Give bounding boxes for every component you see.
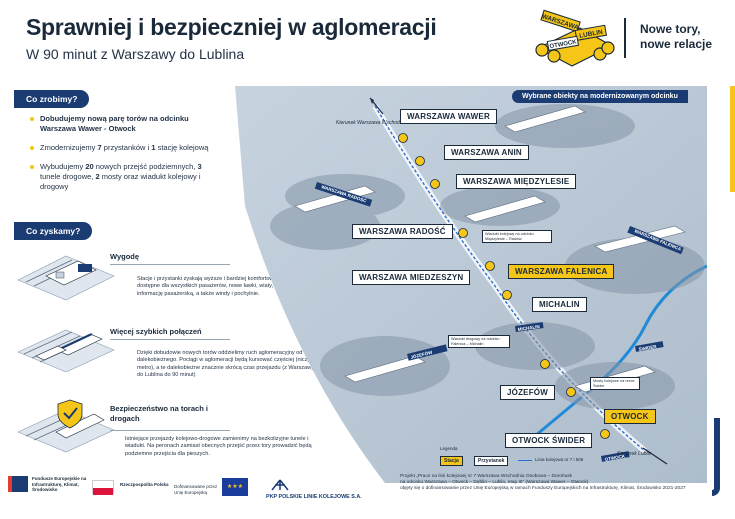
direction-warszawa-wschodnia: Kierunek Warszawa Wschodnia — [336, 120, 407, 126]
benefit-title: Wygodę — [110, 252, 140, 261]
station-label: MICHALIN — [532, 297, 587, 312]
bullet-text: stację kolejową — [155, 143, 209, 152]
footer-logo-text: Rzeczpospolita Polska — [120, 482, 169, 487]
platform-illustration-icon — [17, 255, 115, 301]
poland-flag-icon — [92, 480, 114, 495]
header-separator — [624, 18, 626, 58]
bullet-text: nowych przejść podziemnych, — [93, 162, 198, 171]
building-sign-swider: ŚWIDER — [638, 343, 658, 352]
footer-project-info: Projekt „Prace na linii kolejowej nr 7 W… — [400, 474, 720, 493]
bullet-text: Dobudujemy nową parę torów na odcinku Wa… — [40, 114, 189, 133]
list-item: Dobudujemy nową parę torów na odcinku Wa… — [30, 114, 220, 134]
list-item: Zmodernizujemy 7 przystanków i 1 stację … — [30, 143, 220, 153]
building-sign-otwock: OTWOCK — [604, 453, 626, 462]
legend-line-label: Linia kolejowa nr 7 i 506 — [535, 457, 584, 462]
tagline-line2: nowe relacje — [640, 37, 713, 51]
list-item: Wybudujemy 20 nowych przejść podziemnych… — [30, 162, 220, 192]
footer-logo-text: Dofinansowane przez Unię Europejską — [174, 484, 218, 495]
legend-title: Legenda — [440, 446, 458, 451]
station-label: WARSZAWA WAWER — [400, 109, 497, 124]
bullet-text: mosty oraz wiadukt kolejowy i drogowy — [40, 172, 201, 191]
eu-flag-icon: ★★★ — [222, 478, 248, 496]
co-zrobimy-label: Co zrobimy? — [14, 90, 90, 108]
footer-project-line: objęty się o dofinansowanie przez Unię E… — [400, 486, 686, 492]
building-sign-michalin: MICHALIN — [517, 324, 539, 332]
bullet-text: przystanków i — [101, 143, 152, 152]
safety-illustration-icon — [17, 399, 115, 453]
logo-sign-lublin: LUBLIN — [579, 29, 604, 40]
station-label: WARSZAWA FALENICA — [508, 264, 615, 279]
yellow-accent-bar — [730, 86, 735, 192]
station-label: WARSZAWA MIEDZESZYN — [352, 270, 471, 285]
footer-project-line: na odcinku Warszawa – Otwock – Dęblin – … — [400, 480, 589, 486]
station-label: WARSZAWA MIĘDZYLESIE — [456, 174, 577, 189]
blue-corner-accent — [712, 418, 720, 496]
annotation-viaduct-rail: Wiadukt kolejowy na odcinku Międzylesie … — [482, 230, 552, 244]
benefit-divider — [110, 339, 230, 340]
benefit-text: Stacje i przystanki zyskają wyższe i bar… — [137, 276, 296, 297]
station-label: WARSZAWA ANIN — [444, 145, 529, 160]
route-signs-logo: WARSZAWA LUBLIN OTWOCK — [535, 9, 615, 67]
bullet-number: 2 — [95, 172, 100, 181]
benefit-text: Istniejące przejazdy kolejowo-drogowe za… — [125, 436, 312, 457]
page-subtitle: W 90 minut z Warszawy do Lublina — [26, 46, 245, 62]
pkp-plk-logo-icon — [270, 478, 290, 492]
bullet-number: 20 — [85, 162, 94, 171]
benefit-title: Bezpieczeństwo na torach i drogach — [110, 404, 208, 423]
benefit-text: Dzięki dobudowie nowych torów oddzielimy… — [137, 350, 315, 379]
direction-lublin: Kierunek Lublin — [617, 451, 652, 457]
benefit-divider — [110, 264, 230, 265]
station-label: JÓZEFÓW — [500, 385, 555, 400]
bullet-number: 7 — [97, 143, 102, 152]
footer-logo-text: PKP POLSKIE LINIE KOLEJOWE S.A. — [266, 494, 362, 500]
fe-logo-icon — [8, 476, 28, 492]
legend-przystanek: Przystanek — [474, 456, 509, 466]
logo-sign-otwock: OTWOCK — [549, 39, 578, 50]
bullet-number: 3 — [197, 162, 202, 171]
annotation-viaduct-road: Wiadukt drogowy na odcinku Falenica – Mi… — [448, 335, 510, 349]
bullet-text: Zmodernizujemy — [40, 143, 98, 152]
page-title: Sprawniej i bezpieczniej w aglomeracji — [26, 14, 437, 40]
legend-stacja: Stacja — [440, 456, 463, 466]
benefit-title: Więcej szybkich połączeń — [110, 327, 202, 336]
co-zyskamy-label: Co zyskamy? — [14, 222, 93, 240]
bullet-text: tunele drogowe, — [40, 172, 96, 181]
footer-project-line: Projekt „Prace na linii kolejowej nr 7 W… — [400, 474, 573, 479]
bullet-text: Wybudujemy — [40, 162, 86, 171]
station-label: OTWOCK ŚWIDER — [505, 433, 593, 448]
train-illustration-icon — [17, 329, 115, 372]
footer-logo-text: Fundusze Europejskie na Infrastrukturę, … — [32, 476, 87, 493]
map-objects-label: Wybrane obiekty na modernizowanym odcink… — [512, 90, 688, 103]
benefit-divider — [110, 430, 230, 431]
bullet-number: 1 — [151, 143, 156, 152]
legend-line-icon — [518, 460, 532, 462]
tagline: Nowe tory, nowe relacje — [640, 22, 712, 52]
tagline-line1: Nowe tory, — [640, 22, 701, 36]
co-zrobimy-list: Dobudujemy nową parę torów na odcinku Wa… — [30, 114, 220, 201]
annotation-bridges-swider: Mosty kolejowe na rzece Świder — [590, 377, 640, 391]
station-label: WARSZAWA RADOŚĆ — [352, 224, 453, 239]
station-label: OTWOCK — [604, 409, 656, 424]
